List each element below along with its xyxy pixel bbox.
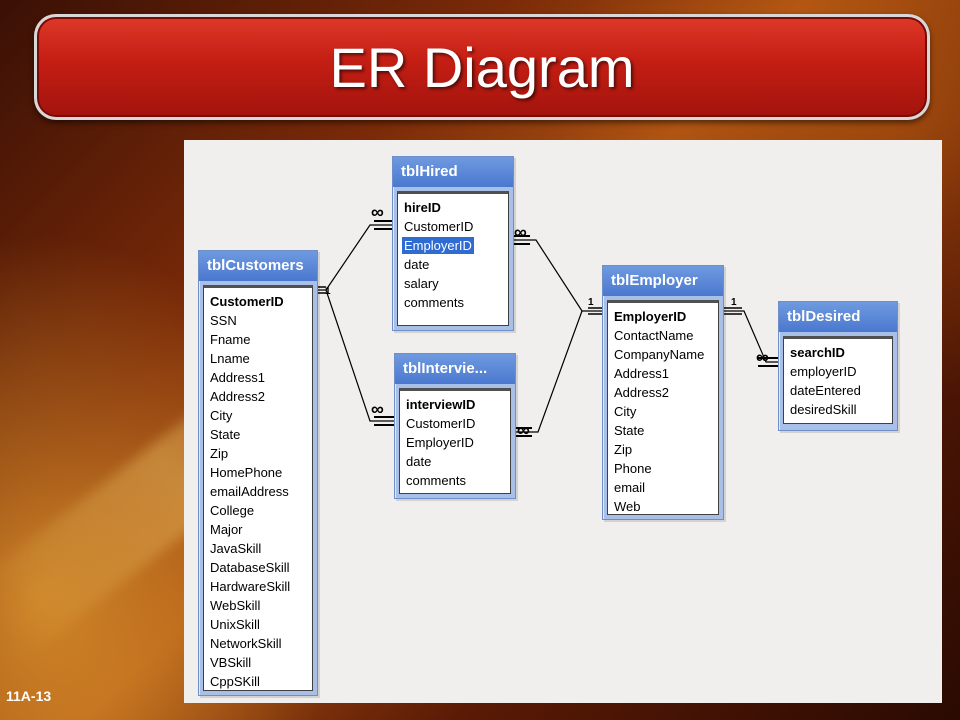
rel-one-label: 1 — [588, 297, 594, 308]
field-state[interactable]: State — [210, 427, 241, 442]
field-comments[interactable]: comments — [406, 473, 466, 488]
rel-customers-hired — [316, 224, 392, 291]
table-hired[interactable]: tblHired hireID CustomerID EmployerID date s… — [392, 156, 514, 331]
field-list[interactable]: searchID employerID dateEntered desiredSkil… — [783, 336, 893, 424]
field-contactname[interactable]: ContactName — [614, 328, 694, 343]
field-cppskill[interactable]: CppSKill — [210, 674, 260, 689]
field-lname[interactable]: Lname — [210, 351, 250, 366]
field-customerid[interactable]: CustomerID — [406, 416, 476, 431]
field-companyname[interactable]: CompanyName — [614, 347, 705, 362]
field-email[interactable]: email — [614, 480, 646, 495]
table-interview[interactable]: tblIntervie... interviewID CustomerID Empl… — [394, 353, 516, 499]
table-title[interactable]: tblHired — [393, 157, 513, 187]
field-interviewid[interactable]: interviewID — [406, 397, 476, 412]
field-customerid[interactable]: CustomerID — [404, 219, 474, 234]
field-city[interactable]: City — [210, 408, 233, 423]
rel-many-label: ∞ — [371, 202, 384, 222]
field-date[interactable]: date — [404, 257, 430, 272]
field-comments[interactable]: comments — [404, 295, 464, 310]
rel-many-label: ∞ — [371, 399, 384, 419]
field-list[interactable]: interviewID CustomerID EmployerID date comme… — [399, 388, 511, 494]
field-college[interactable]: College — [210, 503, 255, 518]
field-desiredskill[interactable]: desiredSkill — [790, 402, 857, 417]
rel-customers-interview — [325, 289, 394, 422]
field-date[interactable]: date — [406, 454, 432, 469]
field-hardwareskill[interactable]: HardwareSkill — [210, 579, 291, 594]
slide-number: 11A-13 — [6, 688, 52, 704]
field-zip[interactable]: Zip — [614, 442, 633, 457]
field-webskill[interactable]: WebSkill — [210, 598, 261, 613]
field-dateentered[interactable]: dateEntered — [790, 383, 861, 398]
field-state[interactable]: State — [614, 423, 645, 438]
field-address2[interactable]: Address2 — [614, 385, 669, 400]
field-unixskill[interactable]: UnixSkill — [210, 617, 260, 632]
page-title: ER Diagram — [329, 35, 635, 99]
field-address1[interactable]: Address1 — [614, 366, 669, 381]
field-networkskill[interactable]: NetworkSkill — [210, 636, 282, 651]
field-employerid[interactable]: employerID — [790, 364, 857, 379]
rel-many-label: ∞ — [517, 420, 530, 440]
field-phone[interactable]: Phone — [614, 461, 652, 476]
rel-employer-hired — [512, 239, 602, 312]
field-employerid[interactable]: EmployerID — [402, 237, 474, 254]
title-bar: ER Diagram — [34, 14, 930, 120]
field-address1[interactable]: Address1 — [210, 370, 265, 385]
rel-many-label: ∞ — [756, 347, 769, 367]
rel-one-label: 1 — [325, 286, 331, 297]
field-vbskill[interactable]: VBSkill — [210, 655, 252, 670]
field-address2[interactable]: Address2 — [210, 389, 265, 404]
table-title[interactable]: tblIntervie... — [395, 354, 515, 384]
field-hireid[interactable]: hireID — [404, 200, 441, 215]
rel-many-label: ∞ — [514, 222, 527, 242]
field-fname[interactable]: Fname — [210, 332, 251, 347]
field-databaseskill[interactable]: DatabaseSkill — [210, 560, 290, 575]
field-city[interactable]: City — [614, 404, 637, 419]
table-title[interactable]: tblDesired — [779, 302, 897, 332]
field-employerid[interactable]: EmployerID — [614, 309, 687, 324]
field-zip[interactable]: Zip — [210, 446, 229, 461]
field-web[interactable]: Web — [614, 499, 641, 514]
field-employerid[interactable]: EmployerID — [406, 435, 474, 450]
field-javaskill[interactable]: JavaSkill — [210, 541, 262, 556]
rel-one-label: 1 — [731, 297, 737, 308]
table-desired[interactable]: tblDesired searchID employerID dateEntered… — [778, 301, 898, 431]
table-title[interactable]: tblCustomers — [199, 251, 317, 281]
field-ssn[interactable]: SSN — [210, 313, 237, 328]
rel-employer-desired — [722, 310, 778, 363]
table-title[interactable]: tblEmployer — [603, 266, 723, 296]
field-emailaddress[interactable]: emailAddress — [210, 484, 289, 499]
rel-employer-interview — [514, 310, 583, 433]
field-homephone[interactable]: HomePhone — [210, 465, 283, 480]
field-customerid[interactable]: CustomerID — [210, 294, 284, 309]
field-major[interactable]: Major — [210, 522, 243, 537]
field-salary[interactable]: salary — [404, 276, 439, 291]
field-searchid[interactable]: searchID — [790, 345, 845, 360]
field-list[interactable]: hireID CustomerID EmployerID date salary comm… — [397, 191, 509, 326]
